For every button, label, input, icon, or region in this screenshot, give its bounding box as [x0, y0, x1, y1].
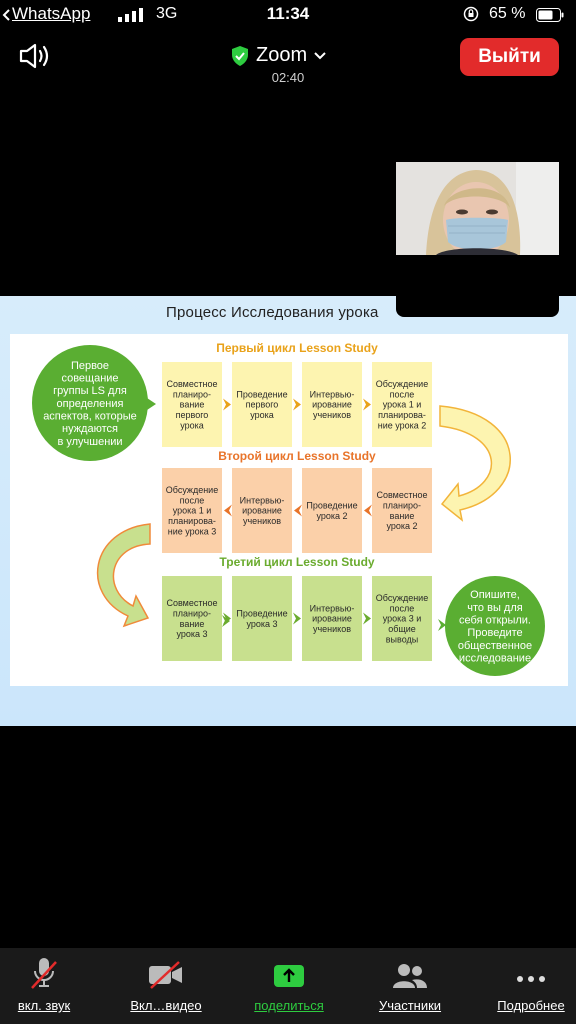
start-circle: [32, 345, 148, 461]
leave-button[interactable]: Выйти: [460, 38, 559, 76]
meeting-toolbar: вкл. звук Вкл…видео поделиться: [0, 948, 576, 1024]
step-box: [232, 576, 292, 661]
share-button[interactable]: поделиться: [244, 948, 334, 1024]
participants-icon: [393, 964, 427, 988]
flow-arrow: [293, 398, 301, 411]
step-box: [232, 362, 292, 447]
video-camera-off-icon: [149, 961, 182, 989]
flow-arrow: [363, 612, 371, 625]
share-screen-icon: [274, 965, 304, 987]
step-box: [372, 362, 432, 447]
shield-check-icon: [232, 45, 248, 66]
step-box: [372, 468, 432, 553]
participant-face: [396, 162, 559, 255]
participant-video[interactable]: [396, 162, 559, 255]
meeting-title-dropdown[interactable]: Zoom: [230, 44, 327, 67]
share-label: поделиться: [254, 998, 324, 1013]
step-box: [302, 362, 362, 447]
step-box: [302, 468, 362, 553]
slide-title: Процесс Исследования урока: [166, 304, 379, 321]
end-circle: [445, 576, 545, 676]
flow-arrow: [364, 504, 372, 517]
participants-button[interactable]: Участники: [368, 948, 452, 1024]
flow-arrow: [223, 398, 231, 411]
speaker-icon[interactable]: [18, 42, 52, 70]
step-box: [372, 576, 432, 661]
more-label: Подробнее: [497, 998, 565, 1013]
meeting-title: Zoom: [256, 44, 308, 66]
cycle-title: Второй цикл Lesson Study: [218, 449, 376, 463]
status-bar: WhatsApp 3G 11:34 65 %: [0, 0, 576, 30]
mute-button[interactable]: вкл. звук: [4, 948, 84, 1024]
flow-arrow: [224, 504, 232, 517]
video-button[interactable]: Вкл…видео: [118, 948, 214, 1024]
mute-label: вкл. звук: [17, 998, 71, 1013]
microphone-muted-icon: [31, 958, 57, 989]
step-box: [162, 576, 222, 661]
rotation-lock-icon: [463, 6, 479, 22]
cycle-title: Третий цикл Lesson Study: [219, 555, 375, 569]
signal-bars-icon: [118, 8, 143, 22]
back-to-app-link[interactable]: WhatsApp: [12, 4, 91, 23]
step-box: [162, 468, 222, 553]
step-box: [302, 576, 362, 661]
flow-arrow: [438, 619, 446, 631]
battery-icon: [536, 8, 564, 22]
step-box: [232, 468, 292, 553]
cycle-title: Первый цикл Lesson Study: [216, 341, 378, 355]
step-box: [162, 362, 222, 447]
participants-label: Участники: [378, 998, 442, 1013]
back-chevron-icon[interactable]: [2, 9, 10, 21]
meeting-header: Zoom 02:40 Выйти: [0, 30, 576, 90]
network-type: 3G: [156, 5, 178, 22]
chevron-down-icon: [314, 51, 326, 59]
shared-screen: Процесс Исследования урока Первый цикл L…: [0, 296, 576, 726]
battery-percentage: 65 %: [489, 5, 526, 22]
cycle-transition-arrow: [439, 405, 511, 522]
video-label: Вкл…видео: [130, 998, 202, 1013]
more-button[interactable]: Подробнее: [488, 948, 574, 1024]
flow-arrow: [293, 612, 301, 625]
flow-arrow: [363, 398, 371, 411]
flow-arrow: [294, 504, 302, 517]
meeting-elapsed-time: 02:40: [271, 70, 305, 85]
participant-video-name-area: [396, 255, 559, 317]
cycle-transition-arrow: [96, 523, 151, 628]
more-dots-icon: [517, 976, 545, 982]
flow-arrow: [222, 615, 230, 627]
clock: 11:34: [266, 4, 310, 23]
